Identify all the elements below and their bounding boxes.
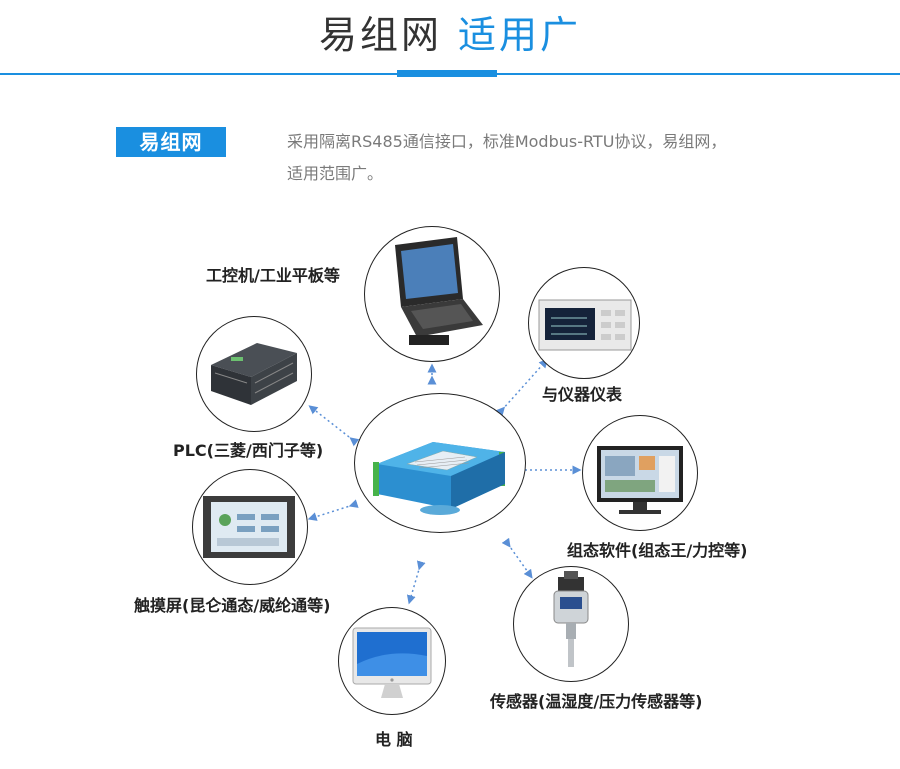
title-blue-text: 适用广: [458, 13, 582, 57]
label-computer: 电 脑: [375, 730, 413, 749]
label-instrument: 与仪器仪表: [542, 385, 623, 404]
feature-description: 采用隔离RS485通信接口，标准Modbus-RTU协议，易组网， 适用范围广。: [287, 126, 817, 190]
label-sensor: 传感器(温湿度/压力传感器等): [490, 692, 703, 711]
rugged-laptop-icon: [395, 237, 483, 345]
pressure-transmitter-icon: [553, 571, 589, 667]
feature-badge: 易组网: [116, 127, 226, 157]
label-touchscreen: 触摸屏(昆仑通态/威纶通等): [134, 596, 331, 615]
title-dark-text: 易组网: [318, 13, 442, 57]
plc-circle: [196, 316, 312, 432]
center-module-circle: [354, 393, 526, 533]
label-scada: 组态软件(组态王/力控等): [567, 541, 748, 560]
panel-meter-icon: [538, 299, 632, 351]
connector-plc: [308, 405, 360, 447]
rs485-io-module-icon: [373, 442, 505, 515]
instrument-circle: [528, 267, 640, 379]
title-divider-accent: [397, 70, 497, 77]
connector-touch: [307, 499, 359, 521]
label-ipc-tablet: 工控机/工业平板等: [206, 266, 340, 285]
touch-panel-icon: [203, 496, 295, 558]
imac-computer-icon: [352, 627, 432, 698]
laptop-circle: [364, 226, 500, 362]
section-title: 易组网适用广: [0, 10, 900, 60]
scada-monitor-circle: [582, 415, 698, 531]
connector-sensor: [501, 537, 533, 579]
touch-panel-circle: [192, 469, 308, 585]
feature-description-line2: 适用范围广。: [287, 164, 384, 183]
connector-computer: [406, 560, 426, 605]
feature-description-line1: 采用隔离RS485通信接口，标准Modbus-RTU协议，易组网，: [287, 132, 727, 151]
scada-monitor-icon: [597, 446, 683, 514]
connector-instrument: [495, 358, 549, 417]
plc-icon: [211, 343, 297, 405]
sensor-circle: [513, 566, 629, 682]
label-plc: PLC(三菱/西门子等): [173, 441, 324, 460]
computer-circle: [338, 607, 446, 715]
